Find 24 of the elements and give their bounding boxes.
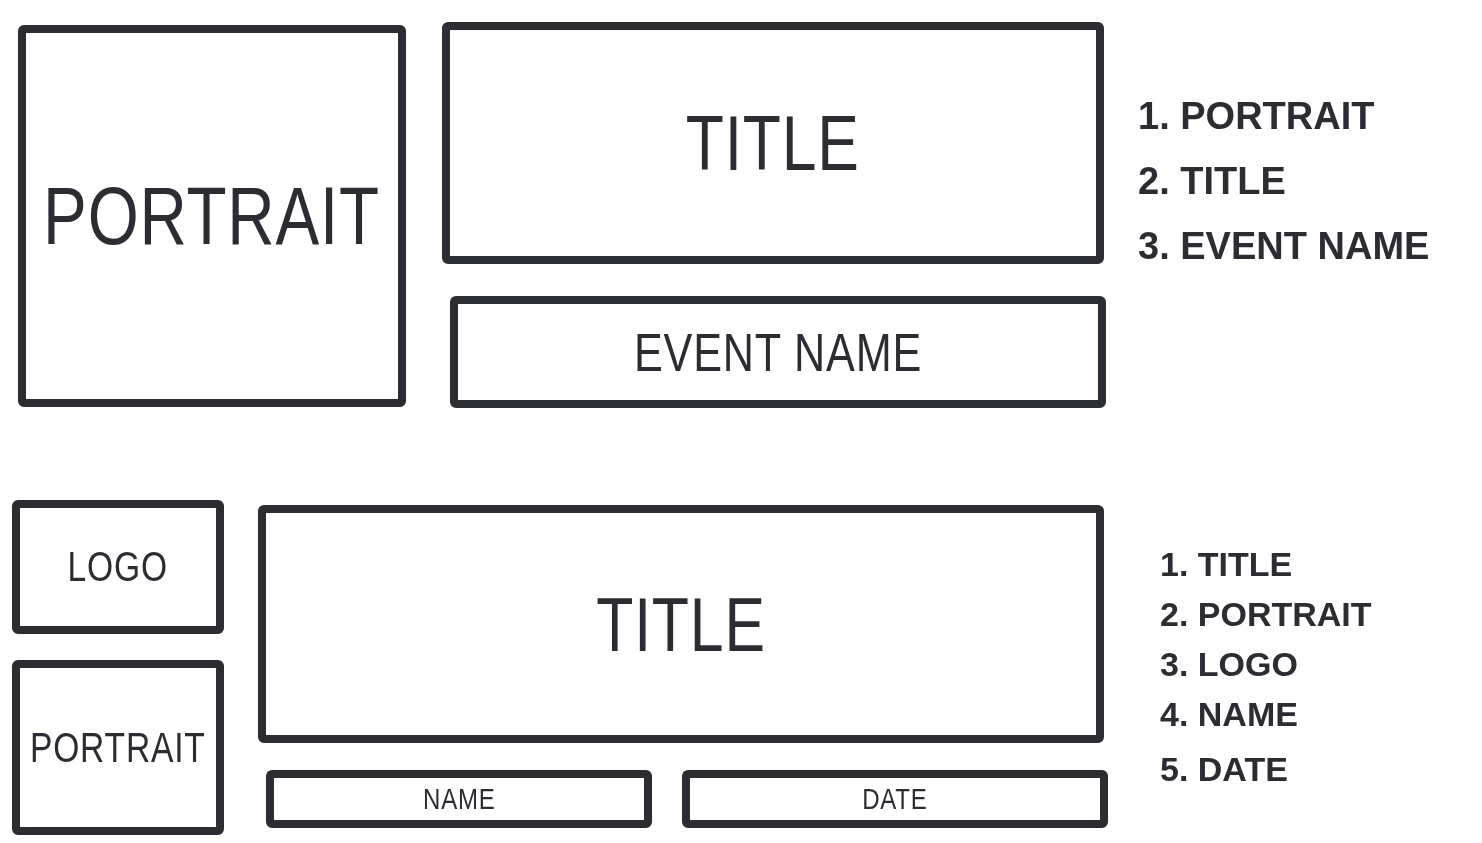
list-item: 5. DATE	[1160, 750, 1288, 789]
placeholder-text: DATE	[862, 782, 928, 816]
list-item: 3. LOGO	[1160, 645, 1298, 684]
wireframe-box	[12, 500, 224, 634]
list-item: 4. NAME	[1160, 695, 1298, 734]
placeholder-text: EVENT NAME	[633, 321, 922, 383]
wireframe-box	[258, 505, 1104, 743]
placeholder-text: PORTRAIT	[30, 723, 206, 772]
wireframe-box	[442, 22, 1104, 264]
placeholder-text: TITLE	[596, 580, 766, 668]
placeholder-text: TITLE	[686, 97, 860, 189]
wireframe-box	[266, 770, 652, 828]
list-item: 1. TITLE	[1160, 545, 1293, 584]
wireframe-box	[12, 660, 224, 835]
placeholder-text: PORTRAIT	[43, 169, 381, 263]
list-item: 1. PORTRAIT	[1138, 95, 1375, 138]
wireframe-box	[450, 296, 1106, 408]
list-item: 3. EVENT NAME	[1138, 225, 1430, 268]
placeholder-text: NAME	[422, 782, 496, 816]
list-item: 2. PORTRAIT	[1160, 595, 1372, 634]
placeholder-text: LOGO	[67, 543, 169, 591]
wireframe-box	[18, 25, 406, 407]
list-item: 2. TITLE	[1138, 160, 1286, 203]
wireframe-box	[682, 770, 1108, 828]
